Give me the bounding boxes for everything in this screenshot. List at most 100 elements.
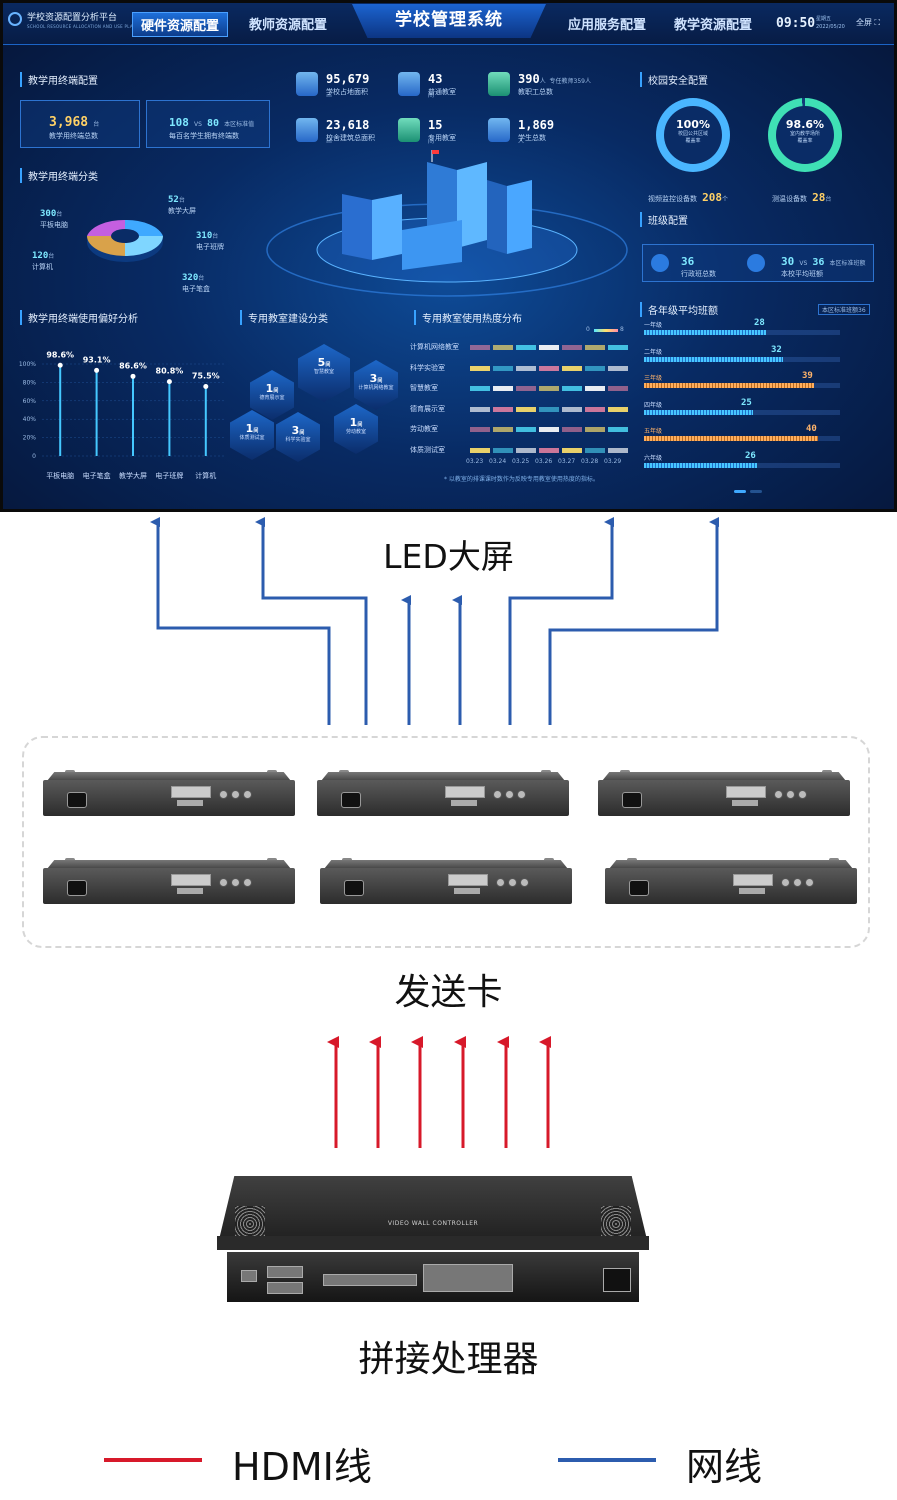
gauge-indoor-percent: 98.6% — [785, 118, 825, 131]
avg-class-label: 本校平均班额 — [781, 270, 823, 278]
heat-date-label: 03.27 — [558, 458, 576, 465]
heat-cell — [539, 345, 559, 350]
hex-labor-room-label: 劳动教室 — [345, 429, 366, 435]
usage-value-label: 75.5% — [192, 372, 220, 381]
heat-cell — [585, 365, 605, 371]
usage-point — [203, 384, 209, 390]
heat-row-label: 体质测试室 — [410, 446, 445, 454]
power-socket-icon — [67, 792, 87, 808]
sender-card-device — [320, 858, 572, 906]
stat-campus-area-unit: ㎡ — [326, 92, 333, 99]
ytick-label: 80% — [23, 379, 37, 386]
terminal-total-label: 教学用终端总数 — [49, 132, 98, 140]
hex-fitness-room-value: 1 — [245, 422, 254, 435]
nav-tab-hardware[interactable]: 硬件资源配置 — [132, 12, 229, 37]
heat-cell — [493, 386, 513, 392]
legend-hdmi-line — [104, 1458, 202, 1462]
ytick-label: 0 — [32, 453, 36, 460]
usage-category-label: 电子笔盒 — [83, 471, 111, 480]
audio-jack — [231, 790, 240, 799]
heat-date-label: 03.23 — [466, 458, 484, 465]
sender-caption: 发送卡 — [394, 972, 503, 1013]
audio-jack — [243, 790, 252, 799]
audio-jack — [231, 878, 240, 887]
camera-count-label: 视频监控设备数 — [648, 195, 697, 203]
section-title-terminal-config: 教学用终端配置 — [20, 72, 98, 87]
terminal-ratio-value: 108 — [169, 116, 189, 129]
hex-moral-room-value: 1 — [265, 382, 274, 395]
terminal-ratio-card: 108 VS 80 本区标准值 每百名学生拥有终端数 — [146, 100, 270, 148]
hex-labor-room-unit: 间 — [357, 422, 363, 428]
heat-cell — [585, 427, 605, 433]
gauge-public-label1: 校园公共区域 — [677, 131, 708, 137]
audio-jack — [243, 878, 252, 887]
grade-bar-track — [644, 462, 840, 468]
heat-cell — [608, 386, 628, 392]
heat-cell — [585, 386, 605, 392]
terminal-type-computer-value: 120 — [32, 251, 49, 261]
heat-cell — [539, 365, 559, 371]
thermo-count-unit: 台 — [825, 196, 832, 203]
brand-title: 学校资源配置分析平台 — [27, 13, 118, 23]
heat-row-label: 智慧教室 — [410, 384, 438, 393]
device-top — [47, 860, 291, 869]
sender-card-group — [22, 736, 870, 948]
grade-label: 三年级 — [644, 375, 663, 382]
audio-jack — [508, 878, 517, 887]
heat-cell — [608, 365, 628, 371]
stat-building-area-value: 23,618 — [326, 118, 370, 132]
sender-card-device — [598, 770, 850, 818]
net-line-2 — [255, 517, 368, 725]
heat-cell — [608, 427, 628, 433]
clock-time: 09:50 — [776, 16, 816, 31]
audio-jack — [774, 790, 783, 799]
audio-jack — [496, 878, 505, 887]
network-ports — [726, 786, 766, 798]
nav-tab-teaching[interactable]: 教学资源配置 — [674, 18, 753, 33]
heat-date-label: 03.24 — [489, 458, 507, 465]
usage-category-label: 教学大屏 — [119, 471, 147, 480]
building-tower-right-side — [487, 180, 507, 254]
video-wall-processor: VIDEO WALL CONTROLLER — [217, 1176, 649, 1304]
building-low-block — [402, 220, 462, 270]
processor-back-panel — [227, 1252, 639, 1302]
grade-standard-badge: 本区标准班额36 — [818, 304, 870, 315]
device-top — [324, 860, 568, 869]
heat-row: 智慧教室 — [410, 383, 640, 395]
section-title-terminal-types: 教学用终端分类 — [20, 168, 98, 183]
admin-class-icon — [651, 254, 669, 272]
fullscreen-button[interactable]: 全屏 ⛶ — [856, 17, 880, 28]
network-ports — [733, 874, 773, 886]
brand-subtitle: SCHOOL RESOURCE ALLOCATION AND USE PLATF… — [27, 24, 149, 29]
grade-label: 六年级 — [644, 454, 663, 462]
processor-hdmi-inputs — [323, 1274, 417, 1286]
dvi-port — [177, 888, 203, 894]
processor-power-socket — [603, 1268, 631, 1292]
heat-cell — [562, 427, 582, 433]
nav-tab-teacher[interactable]: 教师资源配置 — [249, 18, 328, 33]
audio-jack — [805, 878, 814, 887]
grade-value: 26 — [745, 450, 756, 461]
stat-campus-area-value: 95,679 — [326, 72, 370, 86]
heat-cell — [516, 386, 536, 392]
pager-dot-active[interactable] — [734, 490, 746, 493]
heat-date-label: 03.26 — [535, 458, 553, 465]
heat-date-label: 03.25 — [512, 458, 530, 465]
nav-tab-service[interactable]: 应用服务配置 — [568, 18, 647, 33]
section-title-heat: 专用教室使用热度分布 — [414, 310, 522, 325]
grade-label: 五年级 — [644, 428, 663, 435]
heat-cell — [608, 345, 628, 350]
ytick-label: 60% — [23, 398, 37, 405]
hex-moral-room-label: 德育展示室 — [259, 395, 285, 401]
processor-serial-port-2 — [267, 1282, 303, 1294]
stat-normal-rooms-value: 43 — [428, 72, 443, 86]
usage-point — [94, 367, 100, 373]
terminal-ratio-vs: VS — [193, 121, 202, 128]
grade-value: 32 — [771, 344, 782, 355]
terminal-type-bigscreen-unit: 台 — [178, 197, 185, 204]
hex-smart-room-unit: 间 — [325, 362, 331, 368]
pager-dot[interactable] — [750, 490, 762, 493]
power-socket-icon — [622, 792, 642, 808]
terminal-type-tablet-value: 300 — [40, 209, 57, 219]
